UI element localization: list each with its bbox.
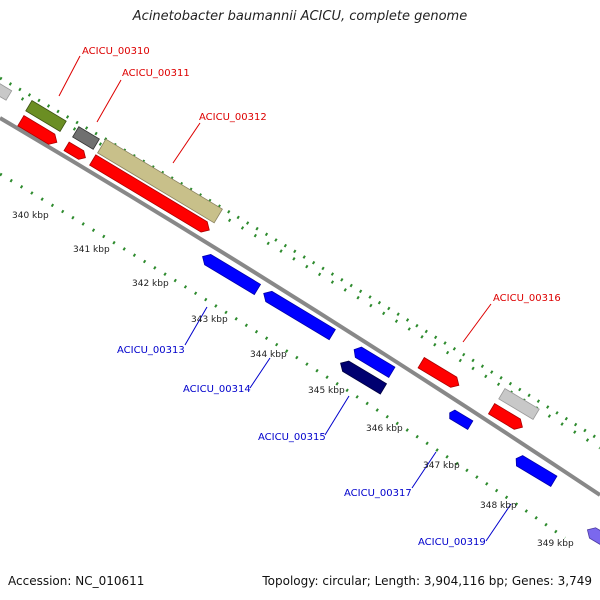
gene-label-acicu-00314[interactable]: ACICU_00314 (183, 384, 251, 395)
gene-acicu-00311-cds[interactable] (63, 141, 88, 162)
gene-label-acicu-00316[interactable]: ACICU_00316 (493, 293, 561, 304)
tick-label: 345 kbp (308, 386, 345, 396)
gene-red-small[interactable] (487, 403, 525, 433)
gene-acicu-00312[interactable] (97, 138, 223, 224)
gene-label-acicu-00313[interactable]: ACICU_00313 (117, 345, 185, 356)
map-title: Acinetobacter baumannii ACICU, complete … (132, 9, 468, 24)
gene-label-acicu-00319[interactable]: ACICU_00319 (418, 537, 486, 548)
gene-label-acicu-00317[interactable]: ACICU_00317 (344, 488, 412, 499)
gene-label-acicu-00312[interactable]: ACICU_00312 (199, 112, 267, 123)
leader-acicu-00312 (172, 122, 201, 164)
gene-acicu-00312-cds[interactable] (89, 154, 213, 235)
gene-acicu-00310-cds[interactable] (17, 115, 60, 148)
genome-backbone (0, 116, 600, 497)
gene-acicu-00314[interactable] (261, 288, 336, 341)
gene-acicu-00311[interactable] (72, 126, 100, 150)
gene-acicu-00316-rev[interactable] (447, 409, 474, 431)
leader-acicu-00317 (411, 451, 437, 489)
leader-acicu-00310 (58, 55, 81, 97)
gene-acicu-00317[interactable] (513, 454, 558, 488)
gc-track-outer (0, 76, 600, 442)
leader-acicu-00315 (324, 395, 350, 436)
gene-acicu-00315-b[interactable] (337, 358, 388, 395)
gene-label-acicu-00310[interactable]: ACICU_00310 (82, 46, 150, 57)
gene-acicu-00310[interactable] (25, 100, 67, 132)
tick-label: 344 kbp (250, 350, 287, 360)
leader-acicu-00316 (462, 303, 492, 343)
leader-acicu-00319 (485, 503, 512, 542)
topology-text: Topology: circular; Length: 3,904,116 bp… (262, 574, 592, 588)
tick-label: 340 kbp (12, 211, 49, 221)
leader-acicu-00313 (184, 306, 208, 346)
gc-track-inner (0, 172, 566, 540)
tick-label: 346 kbp (366, 424, 403, 434)
gene-acicu-00315-a[interactable] (351, 345, 396, 379)
accession-text: Accession: NC_010611 (8, 574, 145, 588)
gene-acicu-00319[interactable] (584, 525, 600, 547)
tick-label: 349 kbp (537, 539, 574, 549)
gene-acicu-00316[interactable] (417, 356, 462, 391)
tick-label: 343 kbp (191, 315, 228, 325)
tick-label: 341 kbp (73, 245, 110, 255)
leader-acicu-00311 (96, 79, 122, 123)
tick-label: 348 kbp (480, 501, 517, 511)
gene-acicu-00313[interactable] (199, 251, 262, 296)
gene-light-grey[interactable] (498, 388, 540, 420)
tick-label: 342 kbp (132, 279, 169, 289)
leader-acicu-00314 (249, 357, 271, 389)
tick-label: 347 kbp (423, 461, 460, 471)
gene-label-acicu-00315[interactable]: ACICU_00315 (258, 432, 326, 443)
gene-label-acicu-00311[interactable]: ACICU_00311 (122, 68, 190, 79)
gene-acicu-00309[interactable] (0, 79, 13, 101)
